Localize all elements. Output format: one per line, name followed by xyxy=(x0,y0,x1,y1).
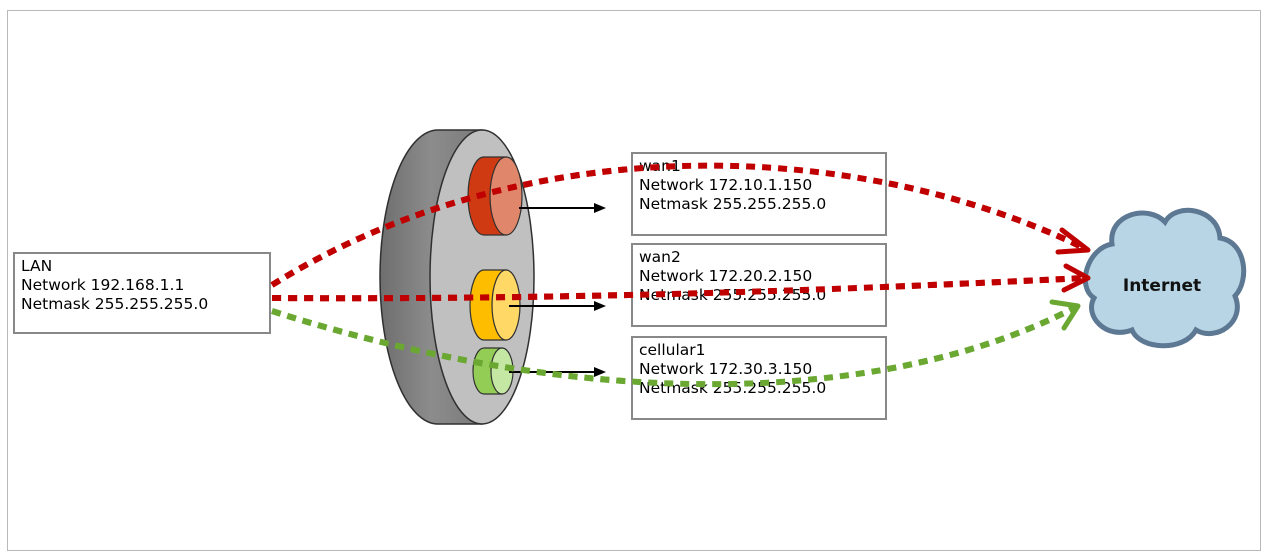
internet-cloud xyxy=(1082,207,1247,349)
cellular1-network: Network 172.30.3.150 xyxy=(639,360,813,378)
wan2-network: Network 172.20.2.150 xyxy=(639,267,813,285)
lan-title: LAN xyxy=(21,257,53,275)
wan1-netmask: Netmask 255.255.255.0 xyxy=(639,195,827,213)
wan1-title: wan1 xyxy=(639,157,681,175)
wan2-title: wan2 xyxy=(639,248,681,266)
router-device xyxy=(379,129,535,425)
port-wan1 xyxy=(467,156,523,236)
lan-box: LAN Network 192.168.1.1 Netmask 255.255.… xyxy=(13,252,271,334)
lan-network: Network 192.168.1.1 xyxy=(21,276,185,294)
cellular1-netmask: Netmask 255.255.255.0 xyxy=(639,379,827,397)
cellular1-box: cellular1 Network 172.30.3.150 Netmask 2… xyxy=(631,336,887,420)
wan1-network: Network 172.10.1.150 xyxy=(639,176,813,194)
lan-netmask: Netmask 255.255.255.0 xyxy=(21,295,209,313)
port-cellular1 xyxy=(472,347,514,395)
wan2-netmask: Netmask 255.255.255.0 xyxy=(639,286,827,304)
wan1-box: wan1 Network 172.10.1.150 Netmask 255.25… xyxy=(631,152,887,236)
cellular1-title: cellular1 xyxy=(639,341,706,359)
internet-label: Internet xyxy=(1122,276,1202,296)
wan2-box: wan2 Network 172.20.2.150 Netmask 255.25… xyxy=(631,243,887,327)
